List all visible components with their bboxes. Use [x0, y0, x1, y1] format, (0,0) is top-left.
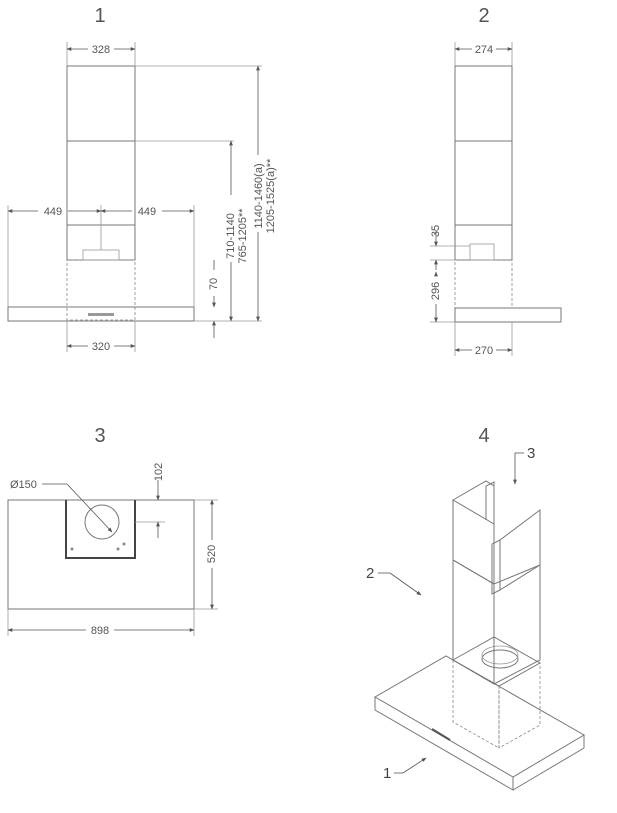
dim-765-1205: 765-1205**	[237, 208, 249, 264]
dim-274: 274	[475, 44, 493, 56]
dim-diameter-150: Ø150	[10, 479, 37, 491]
callout-2: 2	[366, 565, 374, 582]
lower-chimney-side	[493, 565, 541, 685]
dim-1205-1525a: 1205-1525(a)**	[265, 158, 277, 233]
callout-3: 3	[527, 445, 535, 462]
dim-449-left: 449	[44, 206, 62, 218]
motor-box-front	[452, 659, 500, 749]
motor-outline-top	[65, 500, 136, 559]
dim-520: 520	[206, 545, 218, 563]
dim-70: 70	[208, 278, 220, 290]
dim-270: 270	[475, 345, 493, 357]
canopy-side	[454, 307, 562, 323]
motor-housing-side	[454, 259, 513, 309]
dim-328: 328	[92, 44, 110, 56]
dim-320: 320	[92, 341, 110, 353]
control-panel-iso	[431, 728, 451, 741]
canopy	[7, 306, 195, 322]
dim-102: 102	[153, 463, 165, 481]
upper-chimney-top-edge	[452, 480, 495, 501]
upper-chimney-front	[452, 499, 495, 585]
upper-chimney-side	[499, 509, 541, 591]
view-3-top: 3 Ø150 102 520 898	[7, 425, 218, 637]
upper-chimney-flange-a	[485, 481, 495, 524]
dim-710-1140: 710-1140	[225, 213, 237, 259]
view-number-3: 3	[94, 425, 105, 447]
canopy-top	[7, 499, 195, 610]
control-panel	[88, 313, 114, 316]
view-2-side: 2 274 35 296 270	[430, 5, 562, 357]
lower-chimney-top	[452, 559, 541, 585]
upper-chimney-side	[454, 65, 513, 142]
view-4-isometric: 4 1 2 3	[366, 425, 585, 791]
dim-35: 35	[430, 225, 442, 237]
callout-1: 1	[383, 765, 391, 782]
canopy-iso-side	[512, 735, 585, 791]
canopy-iso-front	[374, 697, 514, 791]
motor-box-top	[451, 636, 542, 687]
view-number-1: 1	[94, 5, 105, 27]
motor-box-side	[498, 663, 541, 749]
outlet-flange	[82, 249, 120, 261]
canopy-iso-top	[374, 655, 585, 778]
view-number-4: 4	[478, 425, 489, 447]
dim-1140-1460a: 1140-1460(a)	[253, 163, 265, 228]
dim-898: 898	[91, 625, 109, 637]
dim-449-right: 449	[138, 206, 156, 218]
lower-chimney-side	[454, 140, 513, 226]
upper-chimney	[66, 65, 136, 142]
view-1-front: 1 328 449 449 320	[7, 5, 277, 353]
view-number-2: 2	[478, 5, 489, 27]
upper-chimney-flange-b	[491, 539, 501, 595]
outlet-side	[469, 243, 495, 261]
motor-outlet-iso	[481, 649, 519, 669]
motor-housing	[66, 259, 136, 321]
outlet-circle	[84, 504, 120, 540]
dim-296: 296	[430, 282, 442, 300]
motor-top-side	[454, 224, 513, 261]
